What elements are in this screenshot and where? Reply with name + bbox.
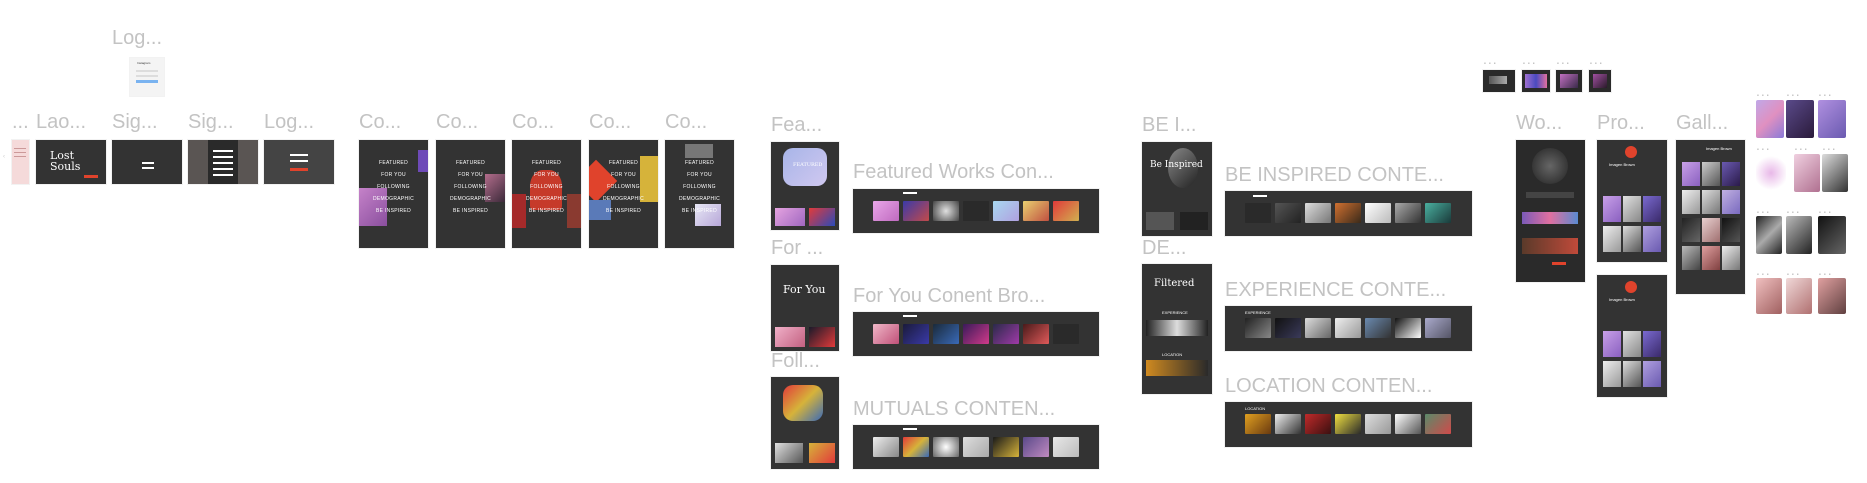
- frame-tiny-1[interactable]: [1483, 70, 1515, 92]
- frame-login-top[interactable]: Instagram: [130, 58, 164, 96]
- frame-login2[interactable]: [264, 140, 334, 184]
- frame-label-content3[interactable]: Co...: [512, 111, 555, 133]
- frame-label-content5[interactable]: Co...: [665, 111, 708, 133]
- frame-content3[interactable]: FEATURED FOR YOU FOLLOWING DEMOGRAPHIC B…: [512, 140, 581, 248]
- frame-location-browse[interactable]: LOCATION: [1225, 402, 1472, 447]
- gallery-thumb-11[interactable]: [1786, 278, 1812, 314]
- gallery-thumb-9[interactable]: [1818, 216, 1846, 254]
- login-field-1: [136, 70, 158, 72]
- frame-featured-browse[interactable]: [853, 189, 1099, 233]
- frame-label-beinspired[interactable]: BE I...: [1142, 114, 1197, 136]
- frame-beinspired[interactable]: Be Inspired: [1142, 142, 1212, 236]
- frame-label-profile[interactable]: Pro...: [1597, 112, 1645, 134]
- frame-launch[interactable]: Lost Souls: [36, 140, 106, 184]
- frame-signup2[interactable]: [188, 140, 258, 184]
- frame-label-beinspired-browse[interactable]: BE INSPIRED CONTE...: [1225, 164, 1444, 186]
- frame-label-following[interactable]: Foll...: [771, 350, 820, 372]
- frame-featured[interactable]: FEATURED: [771, 142, 839, 230]
- frame-label-location-browse[interactable]: LOCATION CONTEN...: [1225, 375, 1433, 397]
- frame-label-signup2[interactable]: Sig...: [188, 111, 234, 133]
- frame-beinspired-browse[interactable]: [1225, 191, 1472, 236]
- frame-label-first[interactable]: ...: [12, 111, 29, 133]
- frame-profile-2[interactable]: Imagen Brown: [1597, 275, 1667, 397]
- frame-tiny-2[interactable]: [1522, 70, 1550, 92]
- login-heading: Instagram: [137, 61, 151, 65]
- gallery-thumb-3[interactable]: [1818, 100, 1846, 138]
- frame-foryou-browse[interactable]: [853, 312, 1099, 356]
- frame-mutuals-browse[interactable]: [853, 425, 1099, 469]
- gallery-thumb-8[interactable]: [1786, 216, 1812, 254]
- frame-content1[interactable]: FEATURED FOR YOU FOLLOWING DEMOGRAPHIC B…: [359, 140, 428, 248]
- gallery-thumb-7[interactable]: [1756, 216, 1782, 254]
- frame-tiny-3[interactable]: [1556, 70, 1582, 92]
- frame-label-login2[interactable]: Log...: [264, 111, 315, 133]
- frame-label-launch[interactable]: Lao...: [36, 111, 87, 133]
- frame-following[interactable]: [771, 377, 839, 469]
- frame-label-login-top[interactable]: Log...: [112, 27, 163, 49]
- frame-label-works[interactable]: Wo...: [1516, 112, 1563, 134]
- launch-button: [84, 175, 98, 178]
- frame-label-foryou-browse[interactable]: For You Conent Bro...: [853, 285, 1046, 307]
- frame-label-de[interactable]: DE...: [1142, 237, 1187, 259]
- frame-label-gallery[interactable]: Gall...: [1676, 112, 1729, 134]
- login-button: [136, 80, 158, 83]
- frame-label-content2[interactable]: Co...: [436, 111, 479, 133]
- frame-label-content1[interactable]: Co...: [359, 111, 402, 133]
- gallery-thumb-4[interactable]: [1756, 154, 1786, 192]
- frame-de[interactable]: Filtered EXPERIENCE LOCATION: [1142, 264, 1212, 394]
- frame-foryou[interactable]: For You: [771, 265, 839, 351]
- gallery-thumb-6[interactable]: [1822, 154, 1848, 192]
- frame-experience-browse[interactable]: EXPERIENCE: [1225, 306, 1472, 351]
- gallery-thumb-1[interactable]: [1756, 100, 1784, 138]
- frame-works[interactable]: [1516, 140, 1585, 282]
- frame-label-mutuals-browse[interactable]: MUTUALS CONTEN...: [853, 398, 1056, 420]
- frame-gallery[interactable]: Imagen Brown: [1676, 140, 1745, 294]
- gallery-thumb-2[interactable]: [1786, 100, 1814, 138]
- frame-label-content4[interactable]: Co...: [589, 111, 632, 133]
- frame-label-foryou[interactable]: For ...: [771, 237, 824, 259]
- gallery-thumb-12[interactable]: [1818, 278, 1846, 314]
- frame-content4[interactable]: FEATURED FOR YOU FOLLOWING DEMOGRAPHIC B…: [589, 140, 658, 248]
- frame-label-featured[interactable]: Fea...: [771, 114, 823, 136]
- frame-label-signup1[interactable]: Sig...: [112, 111, 158, 133]
- login-field-2: [136, 75, 158, 77]
- launch-title: Lost Souls: [50, 149, 81, 173]
- gallery-thumb-10[interactable]: [1756, 278, 1782, 314]
- gallery-thumb-5[interactable]: [1794, 154, 1820, 192]
- frame-content2[interactable]: FEATURED FOR YOU FOLLOWING DEMOGRAPHIC B…: [436, 140, 505, 248]
- frame-first[interactable]: [12, 140, 29, 184]
- frame-label-experience-browse[interactable]: EXPERIENCE CONTE...: [1225, 279, 1447, 301]
- frame-content5[interactable]: FEATURED FOR YOU FOLLOWING DEMOGRAPHIC B…: [665, 140, 734, 248]
- frame-signup1[interactable]: [112, 140, 182, 184]
- frame-tiny-4[interactable]: [1589, 70, 1611, 92]
- frame-profile[interactable]: Imagen Brown: [1597, 140, 1667, 262]
- frame-label-featured-browse[interactable]: Featured Works Con...: [853, 161, 1054, 183]
